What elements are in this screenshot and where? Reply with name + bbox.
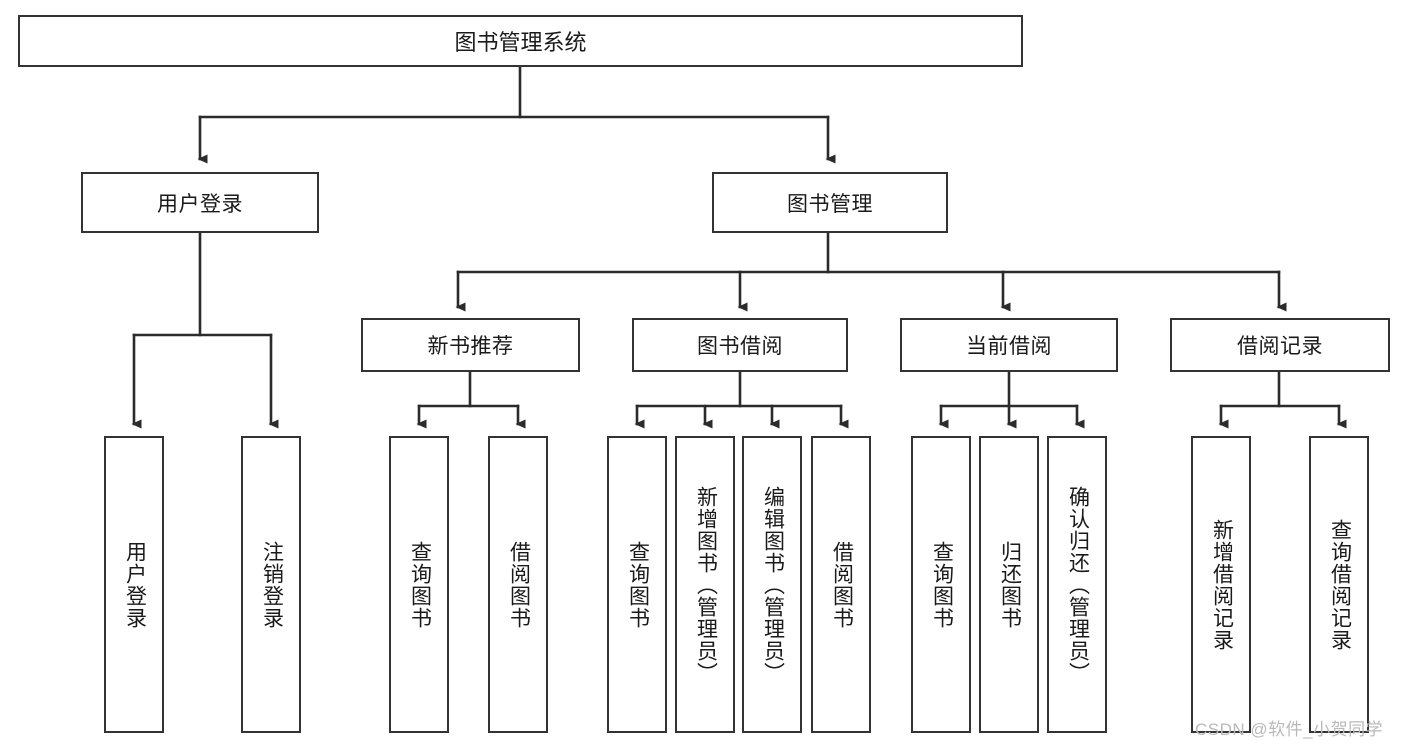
leaf-borrow-records-query[interactable]: 查询借阅记录	[1309, 436, 1369, 733]
node-label: 新书推荐	[427, 335, 514, 358]
leaf-current-borrow-return[interactable]: 归还图书	[979, 436, 1039, 733]
leaf-text-wrap: 归还图书	[981, 438, 1037, 731]
node-book-borrow[interactable]: 图书借阅	[632, 318, 848, 372]
node-label: 借阅图书	[507, 540, 531, 629]
leaf-text-wrap: 注销登录	[243, 438, 299, 731]
node-label: 用户登录	[157, 192, 243, 216]
node-new-book-recommend[interactable]: 新书推荐	[361, 318, 580, 372]
node-label: 确认归还（管理员）	[1066, 485, 1090, 684]
node-root-book-management-system[interactable]: 图书管理系统	[18, 15, 1023, 67]
node-label: 当前借阅	[966, 335, 1052, 358]
node-label: 查询借阅记录	[1328, 518, 1352, 651]
node-label: 编辑图书（管理员）	[761, 485, 785, 684]
leaf-text-wrap: 查询图书	[913, 438, 969, 731]
leaf-new-book-query[interactable]: 查询图书	[389, 436, 449, 733]
node-label: 归还图书	[998, 540, 1022, 629]
leaf-new-book-borrow[interactable]: 借阅图书	[488, 436, 548, 733]
node-current-borrow[interactable]: 当前借阅	[900, 318, 1118, 372]
leaf-book-borrow-edit[interactable]: 编辑图书（管理员）	[742, 436, 802, 733]
node-label: 借阅图书	[830, 540, 854, 629]
leaf-borrow-records-add[interactable]: 新增借阅记录	[1191, 436, 1251, 733]
leaf-text-wrap: 借阅图书	[813, 438, 869, 731]
node-label: 新增借阅记录	[1210, 518, 1234, 651]
watermark-text: CSDN @软件_小贺同学	[1195, 720, 1384, 739]
node-label: 图书管理	[787, 192, 873, 216]
leaf-book-borrow-borrow[interactable]: 借阅图书	[811, 436, 871, 733]
node-label: 用户登录	[123, 540, 147, 629]
node-label: 查询图书	[626, 540, 650, 629]
leaf-text-wrap: 查询借阅记录	[1311, 438, 1367, 731]
node-label: 图书借阅	[697, 335, 783, 358]
node-label: 查询图书	[930, 540, 954, 629]
leaf-text-wrap: 编辑图书（管理员）	[744, 438, 800, 731]
leaf-text-wrap: 查询图书	[609, 438, 665, 731]
node-label: 注销登录	[260, 540, 284, 629]
leaf-text-wrap: 借阅图书	[490, 438, 546, 731]
node-label: 图书管理系统	[454, 30, 587, 55]
node-borrow-records[interactable]: 借阅记录	[1170, 318, 1390, 372]
leaf-user-login-login[interactable]: 用户登录	[104, 436, 164, 733]
leaf-text-wrap: 用户登录	[106, 438, 162, 731]
leaf-current-borrow-query[interactable]: 查询图书	[911, 436, 971, 733]
leaf-book-borrow-add[interactable]: 新增图书（管理员）	[675, 436, 735, 733]
node-user-login[interactable]: 用户登录	[81, 172, 319, 233]
node-book-management[interactable]: 图书管理	[712, 172, 948, 233]
leaf-user-login-logout[interactable]: 注销登录	[241, 436, 301, 733]
leaf-text-wrap: 查询图书	[391, 438, 447, 731]
leaf-text-wrap: 新增借阅记录	[1193, 438, 1249, 731]
leaf-book-borrow-query[interactable]: 查询图书	[607, 436, 667, 733]
leaf-current-borrow-confirm-return[interactable]: 确认归还（管理员）	[1047, 436, 1107, 733]
node-label: 借阅记录	[1237, 335, 1323, 358]
node-label: 查询图书	[408, 540, 432, 629]
node-label: 新增图书（管理员）	[694, 485, 718, 684]
leaf-text-wrap: 新增图书（管理员）	[677, 438, 733, 731]
leaf-text-wrap: 确认归还（管理员）	[1049, 438, 1105, 731]
